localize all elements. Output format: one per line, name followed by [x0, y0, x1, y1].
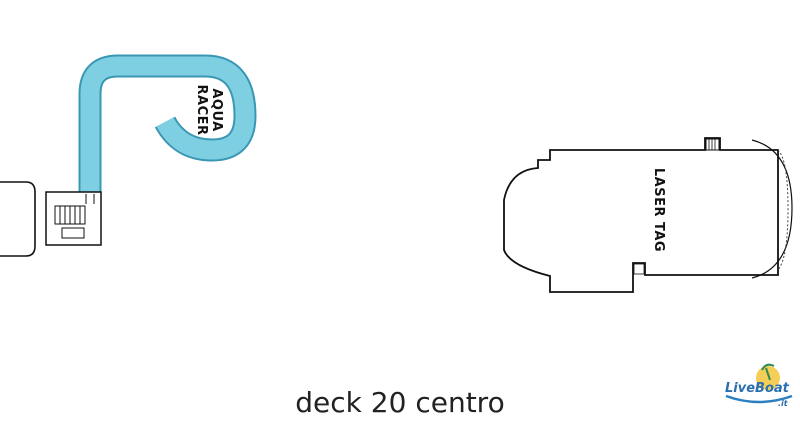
laser-tag-room: [503, 137, 793, 293]
left-structure: [0, 181, 36, 257]
deck-caption: deck 20 centro: [295, 386, 505, 419]
watermark-brand: LiveBoat: [725, 381, 790, 396]
aqua-racer-label-line-1: AQUA: [209, 88, 224, 131]
watermark-domain: .it: [778, 399, 789, 408]
laser-tag-label: LASER TAG: [651, 168, 666, 252]
aqua-racer-label-line-2: RACER: [194, 84, 209, 135]
liveboat-watermark-logo: LiveBoat .it: [725, 363, 793, 408]
laser-tag-label-group: LASER TAG: [651, 168, 666, 252]
slide-tower-stairs: [45, 191, 102, 246]
aqua-racer-label: AQUA RACER: [194, 84, 224, 135]
aqua-racer-slide: [78, 54, 257, 196]
